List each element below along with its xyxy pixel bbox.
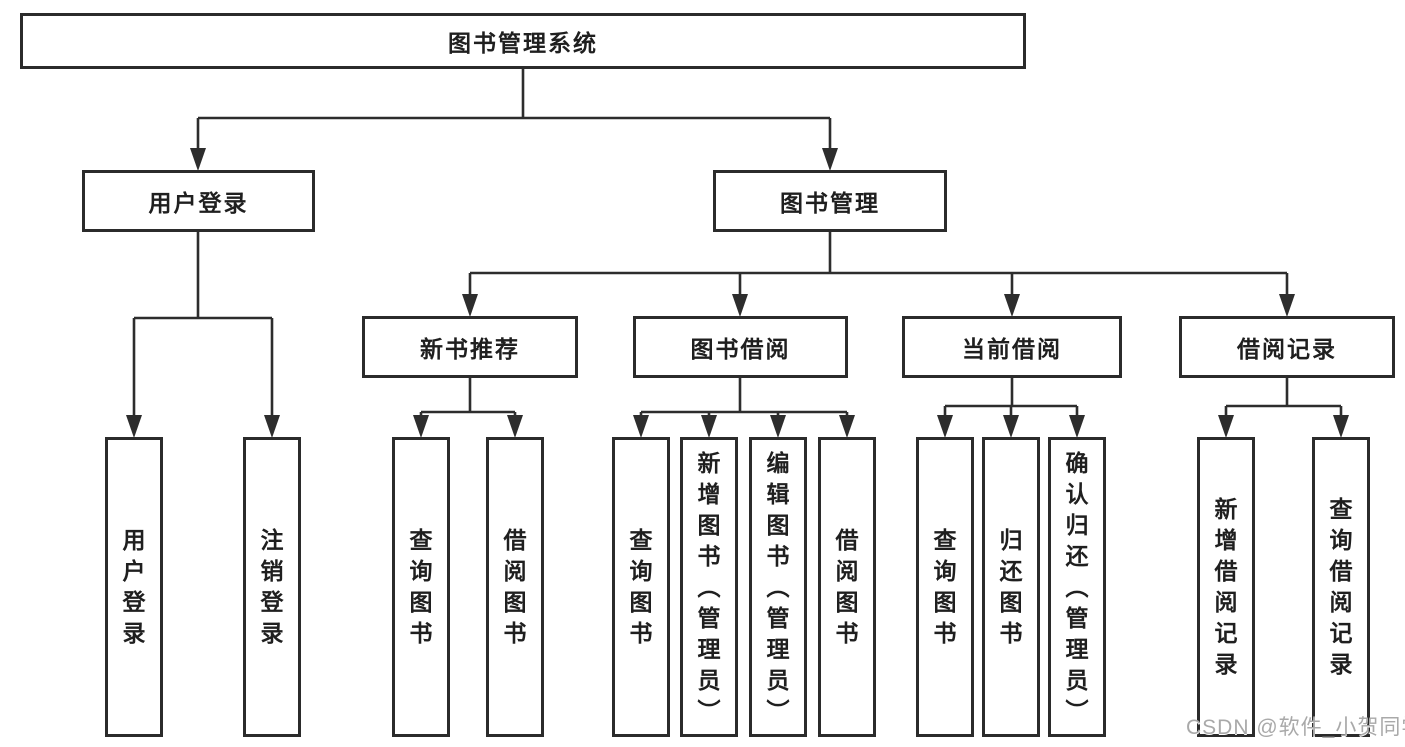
section-node-current-borrowing: 当前借阅 bbox=[902, 316, 1122, 378]
leaf-node-confirm-return-admin: 确 认 归 还 ︵ 管 理 员 ︶ bbox=[1048, 437, 1106, 737]
leaf-node-user-login: 用 户 登 录 bbox=[105, 437, 163, 737]
root-node-library-system: 图书管理系统 bbox=[20, 13, 1026, 69]
leaf-node-query-books: 查 询 图 书 bbox=[612, 437, 670, 737]
arrowheads bbox=[126, 148, 1349, 438]
leaf-node-query-books-current: 查 询 图 书 bbox=[916, 437, 974, 737]
section-node-borrowing-records: 借阅记录 bbox=[1179, 316, 1395, 378]
section-node-new-book-recommend: 新书推荐 bbox=[362, 316, 578, 378]
branch-node-user-login: 用户登录 bbox=[82, 170, 315, 232]
leaf-node-logout: 注 销 登 录 bbox=[243, 437, 301, 737]
leaf-node-add-books-admin: 新 增 图 书 ︵ 管 理 员 ︶ bbox=[680, 437, 738, 737]
leaf-node-borrow-books: 借 阅 图 书 bbox=[818, 437, 876, 737]
branch-node-book-management: 图书管理 bbox=[713, 170, 947, 232]
leaf-node-add-borrow-record: 新 增 借 阅 记 录 bbox=[1197, 437, 1255, 737]
leaf-node-query-borrow-record: 查 询 借 阅 记 录 bbox=[1312, 437, 1370, 737]
csdn-watermark: CSDN @软件_小贺同学 bbox=[1186, 716, 1405, 739]
connector-lines bbox=[132, 69, 1343, 419]
leaf-node-borrow-books-recommend: 借 阅 图 书 bbox=[486, 437, 544, 737]
leaf-node-query-books-recommend: 查 询 图 书 bbox=[392, 437, 450, 737]
section-node-book-borrowing: 图书借阅 bbox=[633, 316, 848, 378]
leaf-node-return-books: 归 还 图 书 bbox=[982, 437, 1040, 737]
leaf-node-edit-books-admin: 编 辑 图 书 ︵ 管 理 员 ︶ bbox=[749, 437, 807, 737]
